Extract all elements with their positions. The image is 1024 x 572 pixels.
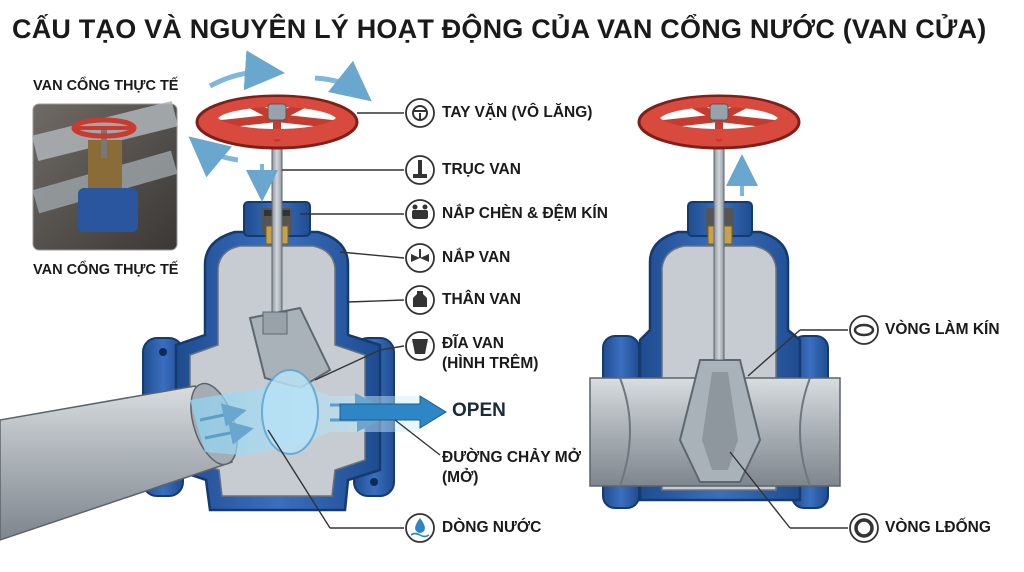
label-handwheel: TAY VẶN (VÔ LĂNG) [442, 104, 593, 121]
photo-caption-top: VAN CỔNG THỰC TẾ [33, 78, 179, 94]
label-body: THÂN VAN [442, 291, 521, 308]
wedge-icon [405, 331, 435, 361]
label-bonnet: NẮP VAN [442, 249, 511, 266]
stem-icon [405, 155, 435, 185]
leader-lines [267, 112, 848, 529]
ring-icon [849, 315, 879, 345]
label-seal-ring: VÒNG LÀM KÍN [885, 321, 1000, 338]
label-packing: NẮP CHÈN & ĐỆM KÍN [442, 205, 608, 222]
open-flow-label: OPEN [452, 400, 506, 421]
photo-real-valve [31, 100, 179, 251]
label-flowpath: ĐƯỜNG CHẢY MỞ [442, 449, 581, 466]
page-title: CẤU TẠO VÀ NGUYÊN LÝ HOẠT ĐỘNG CỦA VAN C… [12, 14, 987, 44]
label-stem: TRỤC VAN [442, 161, 521, 178]
body-icon [405, 285, 435, 315]
water-drop-icon [405, 513, 435, 543]
label-disc-sub: (HÌNH TRÊM) [442, 355, 539, 372]
valve-icon [405, 243, 435, 273]
photo-caption-bottom: VAN CỔNG THỰC TẾ [33, 262, 179, 278]
o-ring-icon [849, 513, 879, 543]
steering-wheel-icon [405, 98, 435, 128]
valve-open-sectioned [0, 50, 447, 541]
packing-icon [405, 199, 435, 229]
label-disc: ĐĨA VAN [442, 335, 504, 352]
label-flowpath-sub: (MỞ) [442, 469, 479, 486]
label-o-ring: VÒNG LĐỐNG [885, 519, 991, 536]
label-water: DÒNG NƯỚC [442, 519, 542, 536]
valve-closed-sectioned [589, 94, 841, 509]
